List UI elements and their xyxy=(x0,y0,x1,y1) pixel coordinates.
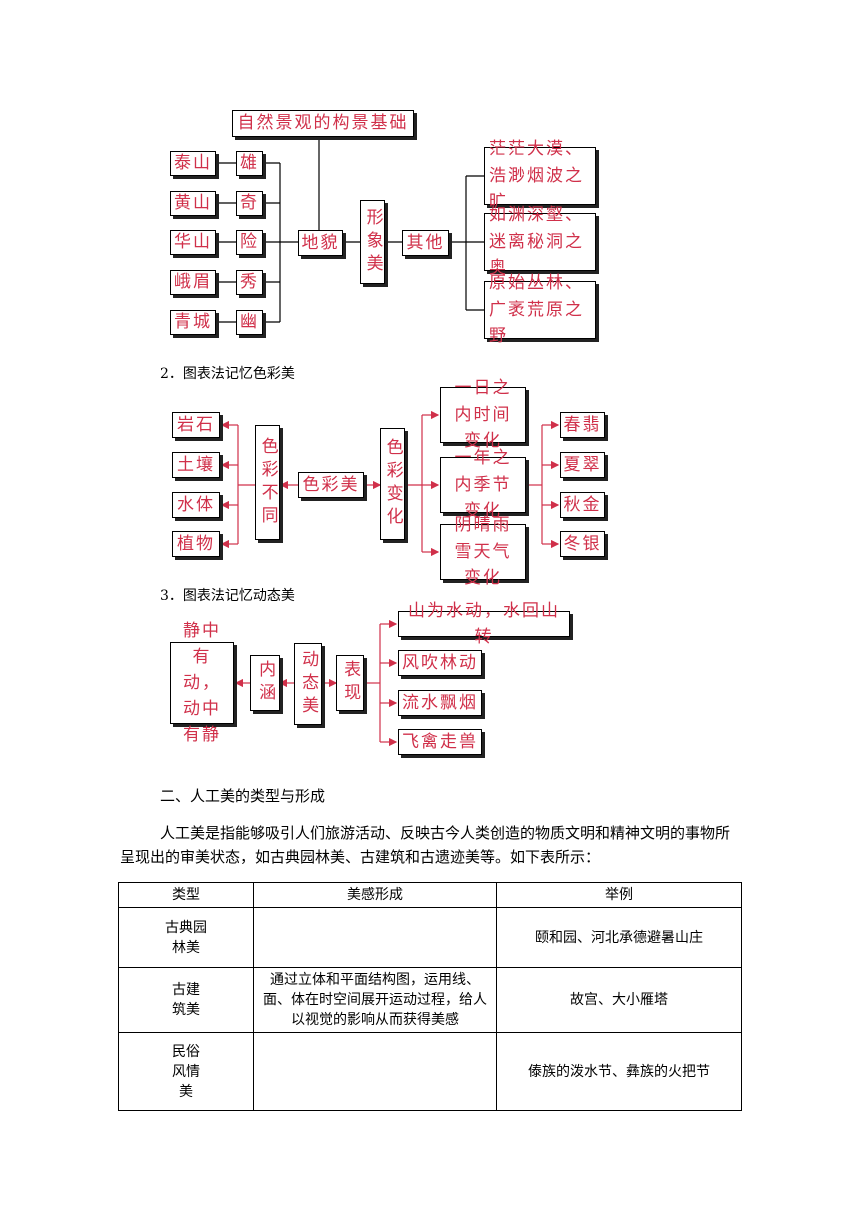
day-change-box: 一日之内时间变化 xyxy=(440,378,526,451)
color-change-box: 色彩变化 xyxy=(380,428,405,540)
mountain-huashan: 华山 xyxy=(170,230,216,255)
plant-box: 植物 xyxy=(172,531,220,557)
header-formation: 美感形成 xyxy=(253,882,497,908)
other-box: 其他 xyxy=(402,230,449,256)
caption-color-beauty: 2．图表法记忆色彩美 xyxy=(160,366,295,382)
flowing-water-box: 流水飘烟 xyxy=(398,690,482,716)
weather-change-box: 阴晴雨雪天气变化 xyxy=(440,515,526,588)
trait-you: 幽 xyxy=(236,310,263,335)
cell-example: 故宫、大小雁塔 xyxy=(496,967,742,1033)
trait-xian: 险 xyxy=(236,230,263,255)
paragraph-line-2: 呈现出的审美状态，如古典园林美、古建筑和古遗迹美等。如下表所示： xyxy=(120,848,601,866)
table-row: 古建筑美 通过立体和平面结构图，运用线、面、体在时空间展开运动过程，给人以视觉的… xyxy=(118,967,742,1033)
cell-example: 傣族的泼水节、彝族的火把节 xyxy=(496,1032,742,1111)
color-diff-box: 色彩不同 xyxy=(255,425,280,540)
mountain-water-box: 山为水动，水回山转 xyxy=(398,601,570,647)
color-beauty-box: 色彩美 xyxy=(298,472,364,498)
wind-forest-box: 风吹林动 xyxy=(398,650,482,676)
caption-dynamic-beauty: 3．图表法记忆动态美 xyxy=(160,588,295,604)
cell-formation: 通过立体和平面结构图，运用线、面、体在时空间展开运动过程，给人以视觉的影响从而获… xyxy=(253,967,497,1033)
expression-box: 表现 xyxy=(336,655,364,711)
header-type: 类型 xyxy=(118,882,254,908)
summer-box: 夏翠 xyxy=(560,452,605,478)
deep-ravine-box: 如渊深壑、迷离秘洞之奥 xyxy=(484,205,596,278)
cell-type: 古建筑美 xyxy=(118,967,254,1033)
trait-xiu: 秀 xyxy=(236,270,263,295)
paragraph-line-1: 人工美是指能够吸引人们旅游活动、反映古今人类创造的物质文明和精神文明的事物所 xyxy=(160,824,731,842)
winter-box: 冬银 xyxy=(560,531,605,557)
cell-formation xyxy=(253,907,497,968)
section-heading: 二、人工美的类型与形成 xyxy=(160,787,326,805)
mountain-taishan: 泰山 xyxy=(170,151,216,176)
water-box: 水体 xyxy=(172,492,220,518)
soil-box: 土壤 xyxy=(172,452,220,478)
cell-example: 颐和园、河北承德避暑山庄 xyxy=(496,907,742,968)
cell-type: 古典园林美 xyxy=(118,907,254,968)
cell-type: 民俗风情美 xyxy=(118,1032,254,1111)
spring-box: 春翡 xyxy=(560,412,605,438)
primeval-forest-box: 原始丛林、广袤荒原之野 xyxy=(484,273,596,346)
stillness-movement-box: 静中有动，动中有静 xyxy=(170,621,234,745)
trait-xiong: 雄 xyxy=(236,151,263,176)
connotation-box: 内涵 xyxy=(250,655,280,711)
season-change-box: 一年之内季节变化 xyxy=(440,448,526,521)
rock-box: 岩石 xyxy=(172,412,220,438)
table-header-row: 类型 美感形成 举例 xyxy=(118,882,742,908)
table-row: 古典园林美 颐和园、河北承德避暑山庄 xyxy=(118,907,742,968)
mountain-qingcheng: 青城 xyxy=(170,310,216,335)
autumn-box: 秋金 xyxy=(560,492,605,518)
artificial-beauty-table: 类型 美感形成 举例 古典园林美 颐和园、河北承德避暑山庄 古建筑美 通过立体和… xyxy=(118,882,742,1111)
cell-formation xyxy=(253,1032,497,1111)
dynamic-beauty-box: 动态美 xyxy=(294,643,322,725)
mountain-huangshan: 黄山 xyxy=(170,191,216,216)
vast-desert-box: 茫茫大漠、浩渺烟波之旷 xyxy=(484,139,596,212)
diagram1-title: 自然景观的构景基础 xyxy=(232,110,414,137)
landform-box: 地貌 xyxy=(298,230,343,256)
header-example: 举例 xyxy=(496,882,742,908)
trait-qi: 奇 xyxy=(236,191,263,216)
image-beauty-box: 形象美 xyxy=(360,200,385,284)
table-row: 民俗风情美 傣族的泼水节、彝族的火把节 xyxy=(118,1032,742,1111)
mountain-emei: 峨眉 xyxy=(170,270,216,295)
birds-beasts-box: 飞禽走兽 xyxy=(398,729,482,755)
